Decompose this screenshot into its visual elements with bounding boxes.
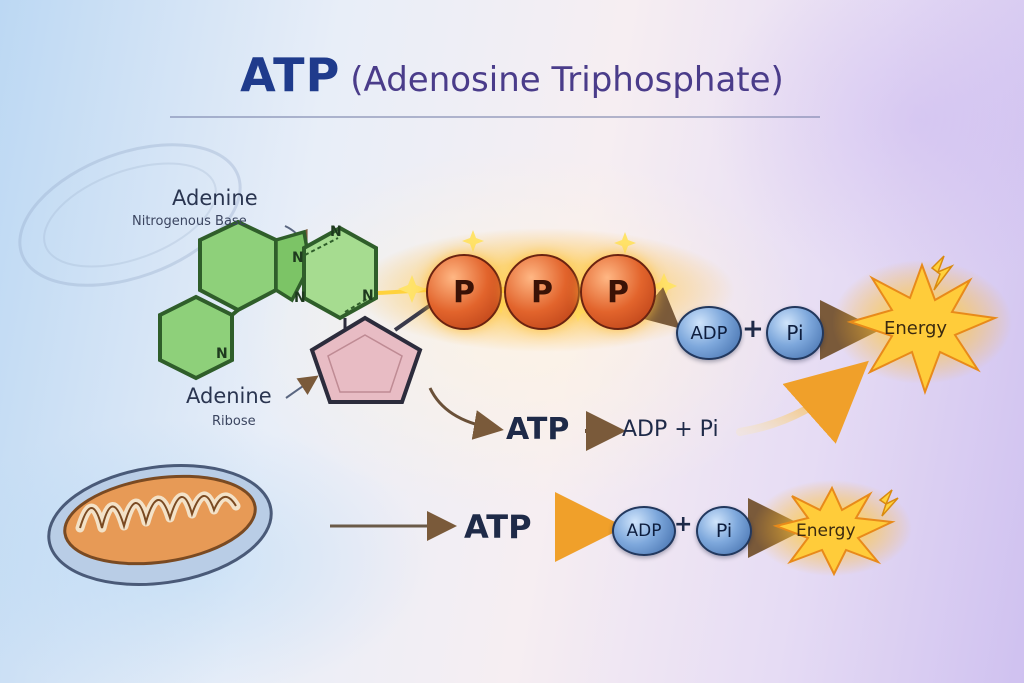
adp-bubble-bottom: ADP xyxy=(612,506,676,556)
phosphate-group-1: P xyxy=(426,254,502,330)
ribose-to-atp-arrow xyxy=(428,387,504,440)
energy-label-top: Energy xyxy=(884,318,948,339)
ribose-phosphate-bond xyxy=(393,302,434,332)
title-main: ATP xyxy=(240,48,341,102)
phosphate-group-2: P xyxy=(504,254,580,330)
energy-sweep-arrow xyxy=(736,360,869,444)
adenine-ribose-label: Adenine xyxy=(186,384,272,408)
adp-pi-middle: ADP + Pi xyxy=(622,417,719,442)
ribose-label: Ribose xyxy=(212,414,256,429)
ring-atom-n-2: N xyxy=(292,250,304,266)
plus-sign-bottom: + xyxy=(674,512,693,537)
energy-burst-bottom xyxy=(752,480,912,577)
atp-bottom: ATP xyxy=(464,508,532,546)
ribose-pointer-arrow xyxy=(285,375,319,399)
ribose-sugar xyxy=(309,315,423,404)
title-sub: (Adenosine Triphosphate) xyxy=(350,60,784,100)
adenine-label: Adenine xyxy=(172,186,258,210)
mitochondrion xyxy=(47,463,273,587)
adp-bubble-top: ADP xyxy=(676,306,742,360)
title: ATP(Adenosine Triphosphate) xyxy=(0,48,1024,102)
ring-atom-n-4: N xyxy=(294,290,306,306)
pi-bubble-bottom: Pi xyxy=(696,506,752,556)
ring-atom-n-5: N xyxy=(216,346,228,362)
release-arrow xyxy=(636,287,681,329)
plus-sign-top: + xyxy=(742,314,764,344)
energy-burst-top xyxy=(832,255,1012,396)
atp-middle: ATP xyxy=(506,412,570,447)
adenine-rings xyxy=(158,219,378,381)
pi-bubble-top: Pi xyxy=(766,306,824,360)
nitrogenous-base-label: Nitrogenous Base xyxy=(132,214,247,229)
phosphate-group-3: P xyxy=(580,254,656,330)
sparkles xyxy=(398,230,677,322)
ring-atom-n-1: N xyxy=(330,224,342,240)
ring-atom-n-3: N xyxy=(362,288,374,304)
energy-label-bottom: Energy xyxy=(796,521,856,541)
